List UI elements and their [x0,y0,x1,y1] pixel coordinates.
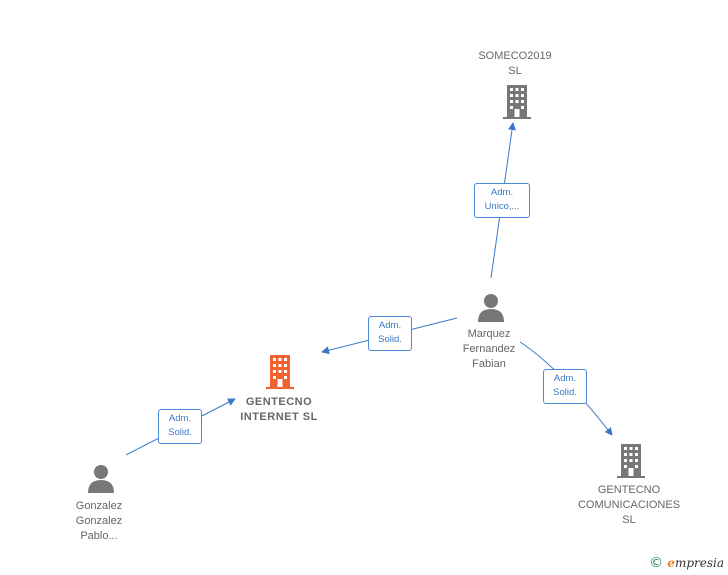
person-icon[interactable] [477,292,505,322]
edge-label-adm-unico[interactable]: Adm. Unico,... [474,183,530,218]
node-label-someco2019[interactable]: SOMECO2019 SL [478,50,552,77]
brand-watermark: ©empresia [649,555,724,571]
edge-label-adm-solid[interactable]: Adm. Solid. [543,369,587,404]
node-label-gonzalez[interactable]: Gonzalez Gonzalez Pablo... [75,500,123,542]
node-label-gentecno-internet[interactable]: GENTECNO INTERNET SL [240,396,318,423]
node-label-marquez[interactable]: Marquez Fernandez Fabian [462,328,516,370]
edge-label-adm-solid[interactable]: Adm. Solid. [368,316,412,351]
node-label-gentecno-comunicaciones[interactable]: GENTECNO COMUNICACIONES SL [577,484,681,526]
building-icon-main[interactable] [265,355,295,389]
building-icon[interactable] [616,444,646,478]
person-icon[interactable] [87,463,115,493]
edge-label-adm-solid[interactable]: Adm. Solid. [158,409,202,444]
copyright-icon: © [649,555,664,571]
building-icon[interactable] [502,85,532,119]
